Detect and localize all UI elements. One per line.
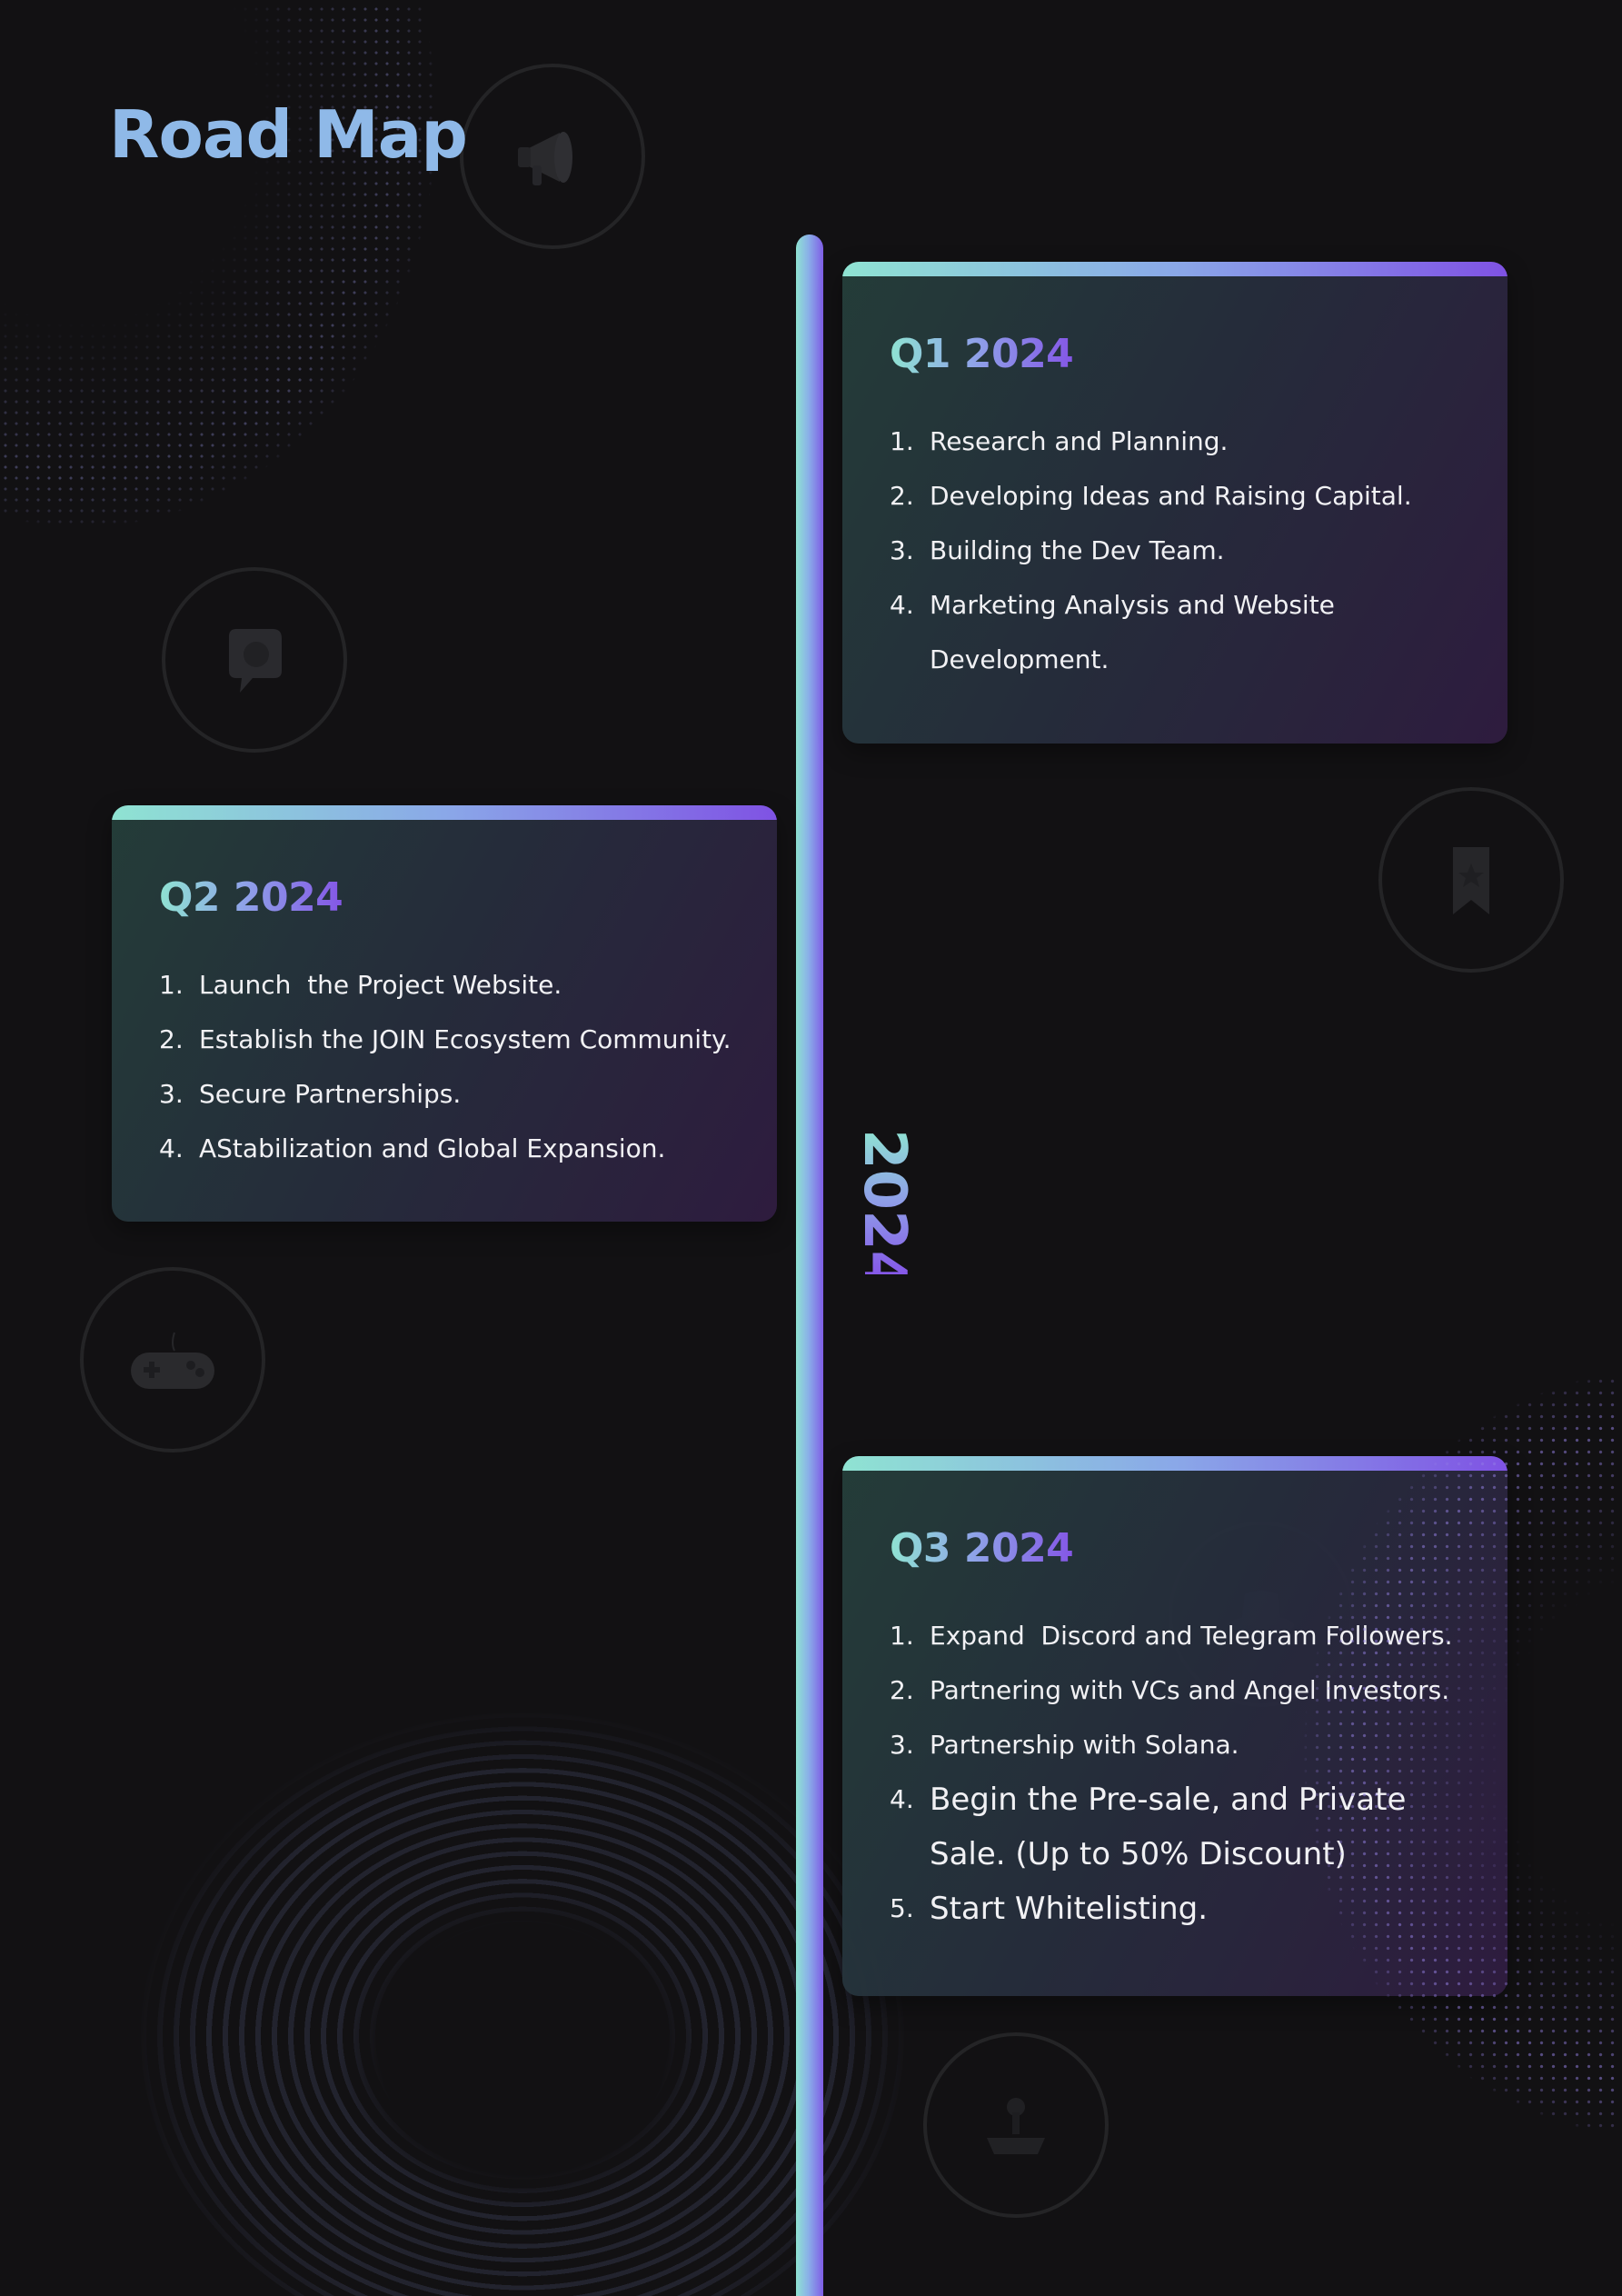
chat-bubble-icon	[162, 567, 347, 753]
milestone-list: 1. Research and Planning. 2. Developing …	[890, 414, 1480, 687]
bookmark-star-icon	[1378, 787, 1564, 973]
card-accent-strip	[842, 262, 1508, 276]
dotted-sphere-decoration	[0, 0, 436, 527]
list-item: 5. Start Whitelisting.	[890, 1882, 1480, 1936]
card-title: Q2 2024	[159, 874, 343, 921]
joystick-icon	[923, 2032, 1109, 2218]
list-item-number: 5.	[890, 1893, 914, 1923]
milestone-list: 1. Launch the Project Website. 2. Establ…	[159, 958, 750, 1176]
list-item-text: Start Whitelisting.	[930, 1891, 1209, 1927]
list-item: 4. AStabilization and Global Expansion.	[159, 1122, 750, 1176]
milestone-list: 1. Expand Discord and Telegram Followers…	[890, 1609, 1480, 1936]
list-item-number: 2.	[159, 1024, 184, 1054]
card-accent-strip	[842, 1456, 1508, 1471]
list-item-number: 3.	[890, 535, 914, 565]
list-item: 4. Marketing Analysis and Website Develo…	[890, 578, 1480, 687]
list-item: 2. Developing Ideas and Raising Capital.	[890, 469, 1480, 524]
list-item-number: 1.	[890, 1621, 914, 1651]
list-item-number: 2.	[890, 1675, 914, 1705]
list-item-text: Building the Dev Team.	[930, 535, 1225, 565]
card-title: Q1 2024	[890, 331, 1074, 377]
list-item: 3. Secure Partnerships.	[159, 1067, 750, 1122]
gamepad-icon	[80, 1267, 265, 1452]
roadmap-card-q1: Q1 2024 1. Research and Planning. 2. Dev…	[842, 262, 1508, 744]
list-item-text: Establish the JOIN Ecosystem Community.	[199, 1024, 731, 1054]
timeline-year-label: 2024	[813, 1129, 918, 1291]
page-title: Road Map	[109, 96, 468, 173]
roadmap-card-q2: Q2 2024 1. Launch the Project Website. 2…	[112, 805, 777, 1222]
list-item-number: 1.	[159, 970, 184, 1000]
list-item-number: 4.	[890, 1784, 914, 1814]
list-item-number: 1.	[890, 426, 914, 456]
list-item-number: 2.	[890, 481, 914, 511]
torus-decoration	[136, 1709, 909, 2296]
card-accent-strip	[112, 805, 777, 820]
list-item: 2. Establish the JOIN Ecosystem Communit…	[159, 1013, 750, 1067]
list-item: 3. Partnership with Solana.	[890, 1718, 1480, 1772]
list-item: 3. Building the Dev Team.	[890, 524, 1480, 578]
megaphone-icon	[460, 64, 645, 249]
list-item-text: Partnership with Solana.	[930, 1730, 1239, 1760]
list-item-text: Research and Planning.	[930, 426, 1229, 456]
list-item-number: 4.	[159, 1133, 184, 1163]
list-item-number: 4.	[890, 590, 914, 620]
list-item-text: Launch the Project Website.	[199, 970, 562, 1000]
card-title: Q3 2024	[890, 1525, 1074, 1572]
list-item: 1. Launch the Project Website.	[159, 958, 750, 1013]
list-item-text: AStabilization and Global Expansion.	[199, 1133, 666, 1163]
list-item-text: Marketing Analysis and Website Developme…	[930, 590, 1335, 674]
list-item-text: Secure Partnerships.	[199, 1079, 462, 1109]
list-item-number: 3.	[890, 1730, 914, 1760]
timeline-bar	[796, 235, 823, 2296]
list-item-number: 3.	[159, 1079, 184, 1109]
list-item-text: Developing Ideas and Raising Capital.	[930, 481, 1412, 511]
list-item: 1. Research and Planning.	[890, 414, 1480, 469]
